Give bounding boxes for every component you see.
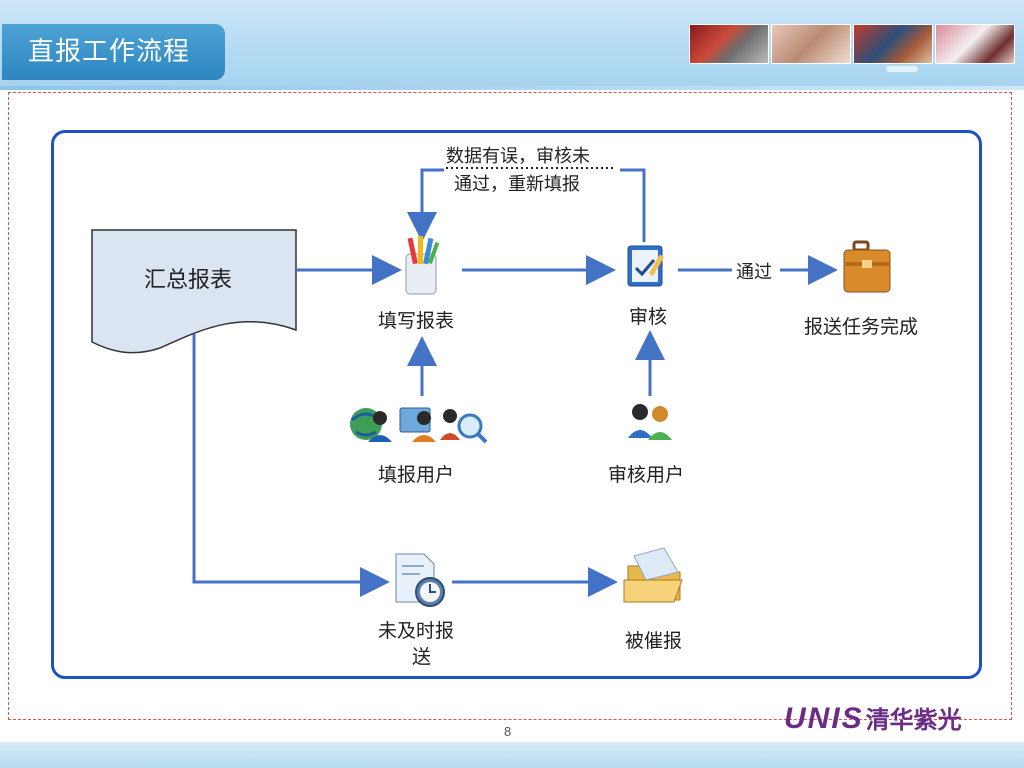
node-not-submitted-line1: 未及时报 xyxy=(378,620,455,642)
header-photo-4 xyxy=(935,24,1015,64)
node-task-complete: 报送任务完成 xyxy=(804,316,919,338)
node-fill-users: 填报用户 xyxy=(378,464,455,486)
diagram-border xyxy=(51,130,982,679)
pencil-cup-icon xyxy=(405,236,440,295)
footer-band xyxy=(0,742,1024,768)
photo-caption-mark xyxy=(886,66,918,72)
header-photo-3 xyxy=(853,24,933,64)
search-user-icon xyxy=(440,409,488,444)
content-frame xyxy=(8,92,1012,720)
node-summary-report: 汇总报表 xyxy=(144,268,233,293)
brand-logo: UNIS清华紫光 xyxy=(784,700,962,735)
brand-chinese: 清华紫光 xyxy=(865,706,962,734)
node-reminded: 被催报 xyxy=(625,630,683,652)
node-fill-report: 填写报表 xyxy=(378,310,455,332)
clock-document-icon xyxy=(395,553,445,607)
arrow-reject-loop-return xyxy=(407,168,444,242)
monitor-user-icon xyxy=(399,407,436,442)
arrow-reject-loop xyxy=(620,168,646,242)
node-not-submitted-line2: 送 xyxy=(412,646,432,668)
document-shape xyxy=(91,229,297,354)
header-divider xyxy=(0,86,1024,90)
node-review-users: 审核用户 xyxy=(608,464,685,486)
brand-latin: UNIS xyxy=(784,702,864,735)
arrow-summary-to-late xyxy=(192,334,390,597)
node-review: 审核 xyxy=(629,306,668,328)
header-photo-2 xyxy=(771,24,851,64)
page-number: 8 xyxy=(504,724,512,739)
edge-label-rejected-line2: 通过，重新填报 xyxy=(454,174,580,195)
header-photo-1 xyxy=(689,24,769,64)
user-group-icon xyxy=(628,404,672,440)
checklist-icon xyxy=(627,245,665,287)
edge-label-rejected-line1: 数据有误，审核未 xyxy=(446,146,590,167)
globe-user-icon xyxy=(350,408,392,442)
briefcase-icon xyxy=(843,240,891,293)
slide-title: 直报工作流程 xyxy=(2,24,225,80)
edge-label-passed: 通过 xyxy=(736,262,772,283)
open-folder-icon xyxy=(623,547,683,603)
